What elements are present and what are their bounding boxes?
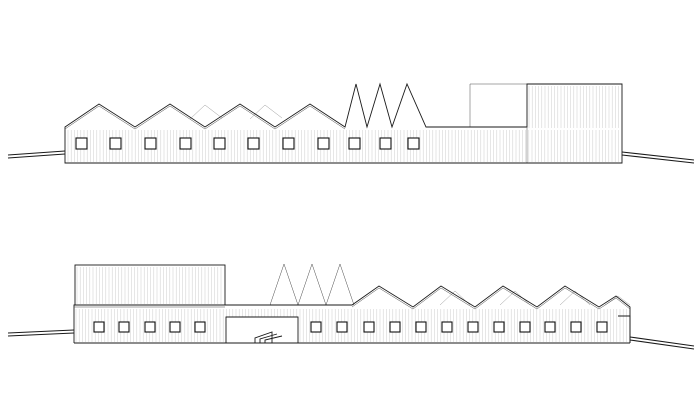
upper-rear-box-outline bbox=[469, 83, 527, 127]
lower-windows bbox=[93, 321, 608, 333]
lower-eave-line bbox=[351, 287, 631, 310]
window bbox=[415, 321, 427, 333]
lower-tall-block bbox=[74, 264, 226, 306]
window bbox=[247, 137, 260, 150]
window bbox=[118, 321, 130, 333]
lower-entrance-ramp bbox=[254, 331, 283, 343]
window bbox=[336, 321, 348, 333]
window bbox=[213, 137, 226, 150]
window bbox=[348, 137, 361, 150]
lower-entrance-recess bbox=[225, 316, 299, 344]
window bbox=[282, 137, 295, 150]
lower-cladding-hatch bbox=[75, 267, 627, 342]
window bbox=[75, 137, 88, 150]
window bbox=[144, 137, 157, 150]
lower-ground-line-right bbox=[629, 336, 695, 350]
lower-rear-sawtooth bbox=[269, 263, 355, 306]
window bbox=[379, 137, 392, 150]
lower-right-end-projection bbox=[618, 315, 631, 343]
window bbox=[467, 321, 479, 333]
window bbox=[169, 321, 181, 333]
window bbox=[519, 321, 531, 333]
window bbox=[570, 321, 582, 333]
window bbox=[389, 321, 401, 333]
upper-cladding-hatch bbox=[67, 86, 619, 162]
window bbox=[544, 321, 556, 333]
window bbox=[441, 321, 453, 333]
upper-elevation bbox=[7, 82, 695, 164]
window bbox=[596, 321, 608, 333]
upper-ground-line-right bbox=[621, 151, 695, 164]
upper-building-outline bbox=[64, 82, 623, 164]
upper-ground-line-left bbox=[7, 150, 66, 159]
window bbox=[407, 137, 420, 150]
lower-building-outline bbox=[73, 285, 631, 343]
window bbox=[310, 321, 322, 333]
window bbox=[317, 137, 330, 150]
lower-ground-line-left bbox=[7, 329, 75, 337]
lower-rear-ridge-lines bbox=[439, 290, 631, 306]
upper-eave-line bbox=[64, 105, 346, 130]
window bbox=[194, 321, 206, 333]
window bbox=[179, 137, 192, 150]
upper-windows bbox=[75, 137, 420, 150]
window bbox=[363, 321, 375, 333]
window bbox=[144, 321, 156, 333]
window bbox=[93, 321, 105, 333]
window bbox=[109, 137, 122, 150]
window bbox=[493, 321, 505, 333]
lower-elevation bbox=[7, 263, 695, 350]
